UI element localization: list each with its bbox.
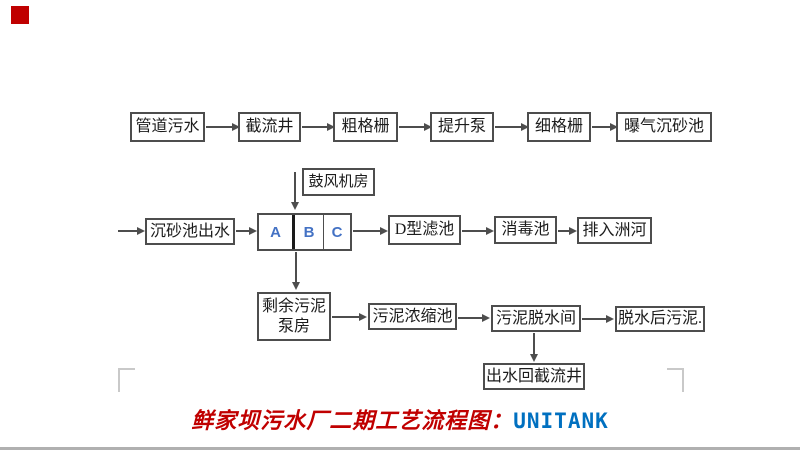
arrow-unitank-to-sludge-pump — [295, 252, 297, 282]
arrow-thickening-to-dewatering — [458, 317, 482, 319]
arrow-pipe-to-intercept — [206, 126, 232, 128]
arrow-lift-to-fine — [495, 126, 521, 128]
node-fine-screen: 细格栅 — [527, 112, 591, 142]
node-lift-pump: 提升泵 — [430, 112, 494, 142]
arrow-dewatering-to-dewatered — [582, 318, 606, 320]
canvas-corner-mark-right — [667, 368, 684, 392]
arrow-inlet-to-grit-effluent — [118, 230, 137, 232]
node-blower-room: 鼓风机房 — [302, 168, 375, 196]
arrow-dewatering-to-return-well — [533, 333, 535, 354]
node-sludge-thickening-tank: 污泥浓缩池 — [368, 303, 457, 330]
arrow-coarse-to-lift — [399, 126, 424, 128]
diagram-caption: 鲜家坝污水厂二期工艺流程图：UNITANK — [0, 403, 800, 435]
arrow-pumproom-to-thickening — [332, 316, 359, 318]
arrow-intercept-to-coarse — [302, 126, 327, 128]
arrow-effluent-to-unitank — [236, 230, 249, 232]
node-d-type-filter: D型滤池 — [388, 215, 461, 245]
node-discharge-river: 排入洲河 — [577, 217, 652, 244]
node-dewatered-sludge: 脱水后污泥. — [615, 306, 705, 332]
arrow-disinfection-to-discharge — [558, 230, 569, 232]
bottom-edge-rule — [0, 447, 800, 450]
caption-chinese-title: 鲜家坝污水厂二期工艺流程图： — [191, 408, 514, 433]
arrow-fine-to-grit — [592, 126, 610, 128]
node-aerated-grit-tank: 曝气沉砂池 — [616, 112, 712, 142]
node-intercept-well: 截流井 — [238, 112, 301, 142]
arrow-dfilter-to-disinfection — [462, 230, 486, 232]
arrow-blower-to-unitank — [294, 172, 296, 202]
red-square-marker — [11, 6, 29, 24]
caption-unitank-label: UNITANK — [513, 409, 609, 433]
node-grit-tank-effluent: 沉砂池出水 — [145, 218, 235, 245]
node-unitank-abc: A B C — [257, 213, 352, 251]
node-sludge-dewatering-room: 污泥脱水间 — [491, 305, 581, 332]
unitank-cell-a: A — [270, 223, 281, 241]
arrow-unitank-to-dfilter — [353, 230, 380, 232]
node-disinfection-tank: 消毒池 — [494, 216, 557, 244]
node-surplus-sludge-pump-room: 剩余污泥 泵房 — [257, 292, 331, 341]
node-coarse-screen: 粗格栅 — [333, 112, 398, 142]
sludge-pump-room-line2: 泵房 — [277, 317, 310, 335]
unitank-cell-b: B — [292, 215, 324, 249]
unitank-cell-c: C — [331, 223, 343, 241]
node-pipe-sewage: 管道污水 — [130, 112, 205, 142]
node-effluent-return-well: 出水回截流井 — [483, 363, 585, 390]
sludge-pump-room-line1: 剩余污泥 — [261, 297, 326, 315]
canvas-corner-mark-left — [118, 368, 135, 392]
